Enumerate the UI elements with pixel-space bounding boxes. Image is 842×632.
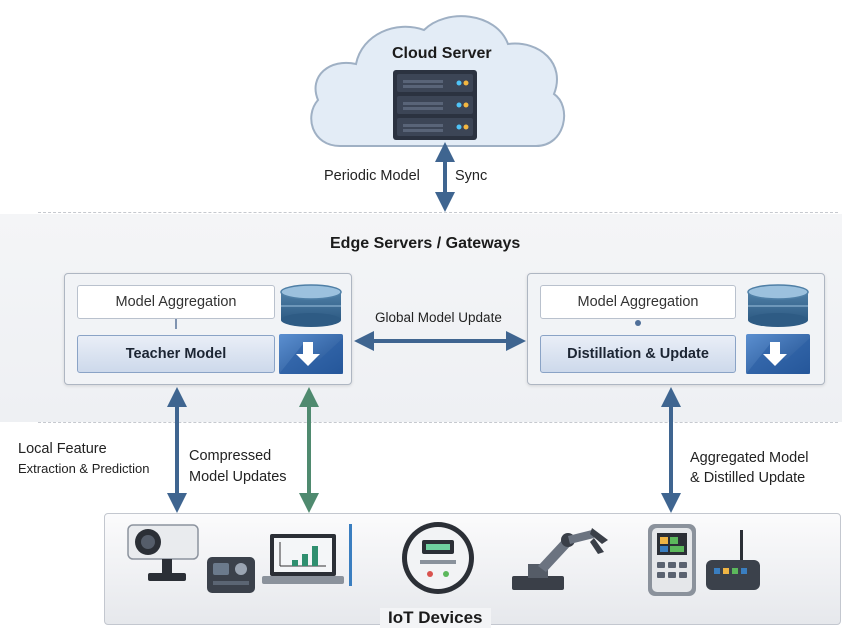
divider-bottom (38, 422, 838, 423)
compressed-label-1: Compressed (189, 448, 272, 464)
cloud-title: Cloud Server (392, 45, 492, 62)
compressed-updates-arrow (299, 387, 319, 513)
local-feature-arrow (167, 387, 187, 513)
aggregated-label-2: & Distilled Update (690, 470, 806, 486)
aggregated-label-1: Aggregated Model (690, 450, 809, 466)
edge-title: Edge Servers / Gateways (330, 235, 521, 252)
server-rack-icon (393, 70, 477, 140)
database-icon (280, 284, 342, 327)
divider-top (38, 212, 838, 213)
download-icon (279, 334, 343, 374)
sync-arrow (435, 142, 455, 212)
camera-icon (127, 524, 199, 581)
left-connector (175, 319, 177, 329)
global-update-label: Global Model Update (375, 310, 502, 325)
right-model-aggregation: Model Aggregation (540, 285, 736, 319)
download-icon (746, 334, 810, 374)
left-model-aggregation: Model Aggregation (77, 285, 275, 319)
smart-meter-icon (402, 522, 474, 594)
aggregated-model-arrow (661, 387, 681, 513)
laptop-icon (262, 534, 344, 584)
sync-right-label: Sync (455, 168, 488, 184)
router-icon (706, 530, 760, 590)
database-icon (747, 284, 809, 327)
local-feature-label-1: Local Feature (18, 441, 107, 457)
right-edge-server: Model Aggregation Distillation & Update (527, 273, 825, 385)
gateway-icon (207, 557, 255, 593)
right-connector (635, 320, 641, 326)
iot-title: IoT Devices (380, 608, 491, 628)
robot-arm-icon (512, 528, 608, 590)
compressed-label-2: Model Updates (189, 469, 287, 485)
local-feature-label-2: Extraction & Prediction (18, 461, 150, 476)
left-edge-server: Model Aggregation Teacher Model (64, 273, 352, 385)
sync-left-label: Periodic Model (324, 168, 420, 184)
global-update-arrow (354, 331, 526, 351)
right-distillation-update: Distillation & Update (540, 335, 736, 373)
left-teacher-model: Teacher Model (77, 335, 275, 373)
antenna-icon (349, 524, 352, 586)
device-icon (648, 524, 696, 596)
